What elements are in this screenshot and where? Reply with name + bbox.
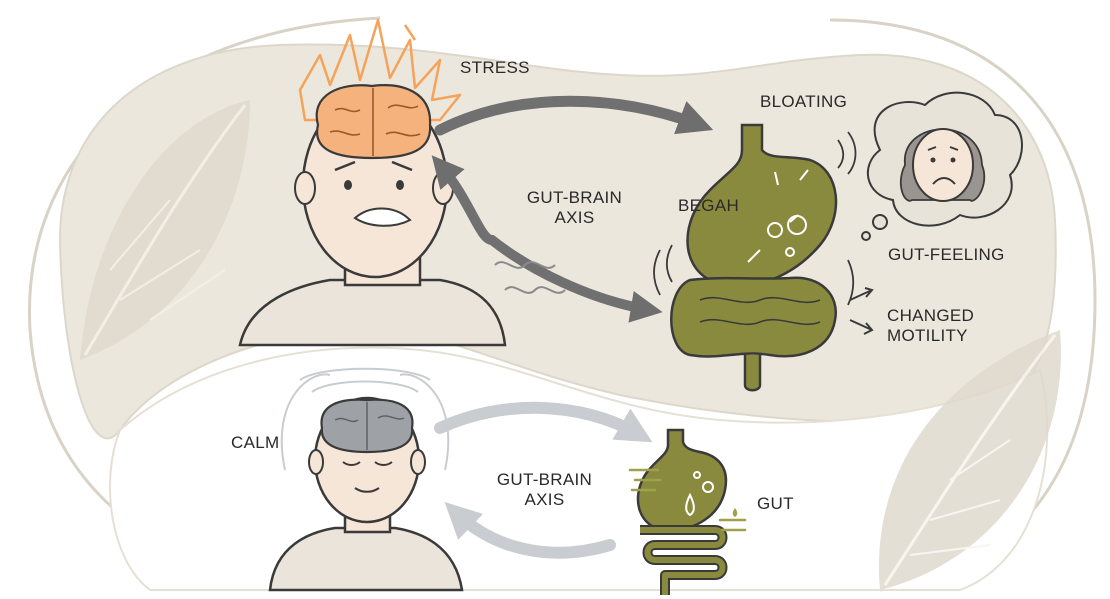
- calm-axis-arrow-to-gut: [434, 401, 653, 443]
- changed-motility-line2: MOTILITY: [887, 326, 968, 345]
- nerve-signal-squiggle: [494, 261, 556, 269]
- gut-brain-axis-label-bottom: GUT-BRAIN AXIS: [492, 470, 597, 510]
- calm-axis-arrow-to-brain: [444, 502, 616, 559]
- stress-to-gut-arrow: [434, 95, 714, 136]
- nerve-signal-squiggle: [504, 286, 566, 294]
- stress-label: STRESS: [460, 58, 530, 77]
- gut-brain-axis-arrow: [431, 155, 663, 323]
- bloating-label: BLOATING: [760, 92, 848, 111]
- leaf-decoration-right: [878, 330, 1061, 590]
- gut-brain-axis-bottom-line1: GUT-BRAIN: [496, 470, 593, 489]
- stress-brain-icon: [315, 84, 432, 160]
- changed-motility-label: CHANGED MOTILITY: [887, 306, 974, 346]
- changed-motility-line1: CHANGED: [887, 306, 975, 325]
- motility-arrows: [849, 287, 874, 335]
- intestine-icon: [653, 244, 855, 392]
- worried-face-icon: [899, 128, 986, 202]
- stress-burst-icon: [298, 18, 462, 122]
- gas-wind-icon: [628, 468, 747, 532]
- calm-intestine-icon: [640, 525, 728, 595]
- leaf-decoration-left: [80, 100, 250, 360]
- gut-brain-axis-bottom-line2: AXIS: [524, 490, 565, 509]
- gut-feeling-label: GUT-FEELING: [888, 245, 1005, 264]
- gut-brain-axis-line1: GUT-BRAIN: [526, 188, 623, 207]
- gut-brain-axis-label-top: GUT-BRAIN AXIS: [522, 188, 627, 228]
- calm-label: CALM: [231, 433, 280, 452]
- calm-stomach-icon: [636, 428, 728, 532]
- gut-label: GUT: [757, 494, 794, 513]
- gut-brain-axis-line2: AXIS: [554, 208, 595, 227]
- begah-label: BEGAH: [678, 196, 740, 215]
- calm-brain-icon: [320, 398, 414, 454]
